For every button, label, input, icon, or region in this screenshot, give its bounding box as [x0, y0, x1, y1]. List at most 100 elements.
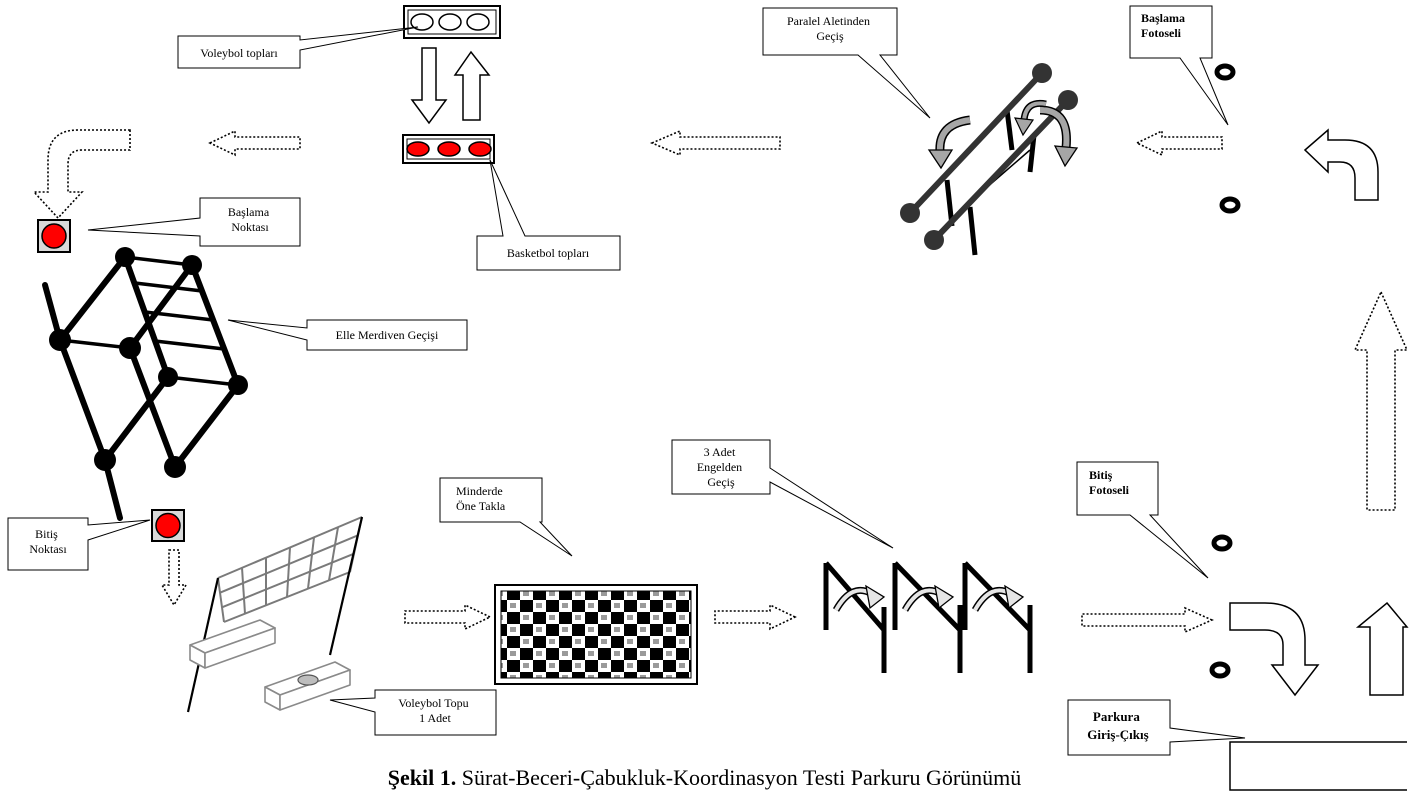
ladder — [42, 247, 248, 521]
photocell-icon — [1214, 63, 1236, 81]
bar-rail — [907, 70, 1045, 216]
bar-end — [900, 203, 920, 223]
callout-label-line: Geçiş — [707, 475, 735, 489]
callout-box — [476, 159, 621, 271]
callout-box — [1076, 461, 1209, 579]
callout-label-line: Paralel Aletinden — [787, 14, 870, 28]
callout-box — [1067, 699, 1246, 756]
dotted-left-arrow-icon — [208, 129, 301, 157]
finish-point-marker — [151, 509, 185, 542]
callout-finish-point: Bitiş Noktası — [7, 517, 151, 571]
swing-arrow-head-icon — [927, 149, 954, 170]
callout-label-line: Engelden — [697, 460, 742, 474]
callout-label-line: Fotoseli — [1141, 26, 1182, 40]
dotted-down-arrow-icon — [160, 549, 188, 607]
callout-label-line: Bitiş — [1089, 468, 1113, 482]
curved-left-arrow-icon — [1303, 128, 1379, 201]
up-arrow-icon — [453, 50, 491, 121]
basketball-rack — [402, 134, 495, 164]
ladder-rail — [57, 254, 128, 343]
bar-post — [1004, 109, 1015, 151]
dotted-right-arrow-icon — [1081, 606, 1214, 634]
volleyball-icon — [466, 13, 490, 31]
start-photocell — [1214, 63, 1241, 214]
photocell-icon — [1211, 534, 1233, 552]
basketball-icon — [437, 141, 461, 157]
callout-label: Başlama Fotoseli — [1141, 11, 1188, 40]
basketball-icon — [406, 141, 430, 157]
finish-photocell — [1209, 534, 1233, 679]
callout-label: Elle Merdiven Geçişi — [336, 328, 439, 342]
photocell-icon — [1219, 196, 1241, 214]
swing-arrow-icon — [936, 117, 971, 153]
box-stand — [189, 619, 276, 669]
volleyball-icon — [297, 674, 319, 686]
volleyball-rack — [403, 5, 501, 39]
callout-box — [7, 517, 151, 571]
ladder-rung — [58, 338, 132, 350]
dotted-left-arrow-icon — [1135, 129, 1223, 157]
parallel-bars — [900, 63, 1079, 256]
callout-label: 3 Adet Engelden Geçiş — [697, 445, 745, 489]
callout-label-line: Başlama — [1141, 11, 1185, 25]
callout-box — [1129, 5, 1229, 126]
bar-post — [1027, 134, 1037, 173]
course-entry-lane — [1229, 741, 1407, 791]
callout-label: Minderde Öne Takla — [456, 484, 506, 513]
jump-arrow-head-icon — [865, 584, 886, 610]
bar-post — [967, 206, 978, 256]
jump-arrow-head-icon — [934, 584, 955, 610]
hurdle — [892, 561, 963, 673]
callout-label-line: 3 Adet — [704, 445, 736, 459]
callout-label-line: 1 Adet — [419, 711, 451, 725]
callout-finish-photocell: Bitiş Fotoseli — [1076, 461, 1209, 579]
hurdle-bar — [824, 561, 886, 632]
volleyball-icon — [410, 13, 434, 31]
callout-label-line: Noktası — [29, 542, 67, 556]
dotted-curved-down-arrow-icon — [32, 129, 131, 220]
callout-label: Voleybol topları — [200, 46, 278, 60]
photocell-icon — [1209, 661, 1231, 679]
callout-label-line: Bitiş — [35, 527, 58, 541]
mat — [494, 584, 698, 685]
ladder-joint — [158, 367, 178, 387]
swing-arrow-icon — [1039, 107, 1070, 149]
bar-rail — [931, 97, 1071, 243]
net-grid-line — [328, 526, 339, 581]
curved-down-arrow-icon — [1229, 602, 1320, 697]
callout-parallel-bars: Paralel Aletinden Geçiş — [762, 7, 931, 119]
ladder-joint — [164, 456, 186, 478]
swing-arrow-icon — [1022, 101, 1047, 121]
callout-hurdles: 3 Adet Engelden Geçiş — [671, 439, 894, 549]
callout-course-entry: Parkura Giriş-Çıkış — [1067, 699, 1246, 756]
dotted-left-arrow-icon — [649, 129, 781, 157]
ladder-joint — [119, 337, 141, 359]
bar-end — [924, 230, 944, 250]
ladder-joint — [94, 449, 116, 471]
dotted-right-arrow-icon — [404, 603, 492, 631]
callout-box — [227, 319, 468, 351]
ladder-leg — [189, 262, 241, 388]
volleyball-icon — [438, 13, 462, 31]
ladder-rail — [102, 374, 171, 463]
callout-label-line: Minderde — [456, 484, 503, 498]
red-dot-icon — [41, 223, 67, 249]
callout-label: Basketbol topları — [507, 246, 590, 260]
callout-label-line: Geçiş — [816, 29, 844, 43]
ladder-rung — [166, 375, 240, 387]
callout-box — [177, 26, 419, 69]
ladder-leg — [127, 345, 178, 470]
caption-text: Sürat-Beceri-Çabukluk-Koordinasyon Testi… — [461, 765, 1022, 790]
hurdle-bar — [893, 561, 962, 632]
callout-ladder: Elle Merdiven Geçişi — [227, 319, 468, 351]
ladder-joint — [115, 247, 135, 267]
red-dot-icon — [155, 512, 181, 539]
dotted-up-arrow-icon — [1353, 290, 1409, 511]
callout-box — [439, 477, 573, 557]
callout-basketball-balls: Basketbol topları — [476, 159, 621, 271]
net-grid-line — [217, 577, 225, 623]
swing-arrow-head-icon — [1053, 145, 1079, 168]
ladder-leg — [122, 254, 171, 380]
box-side — [279, 669, 351, 711]
callout-start-point: Başlama Noktası — [87, 197, 301, 247]
